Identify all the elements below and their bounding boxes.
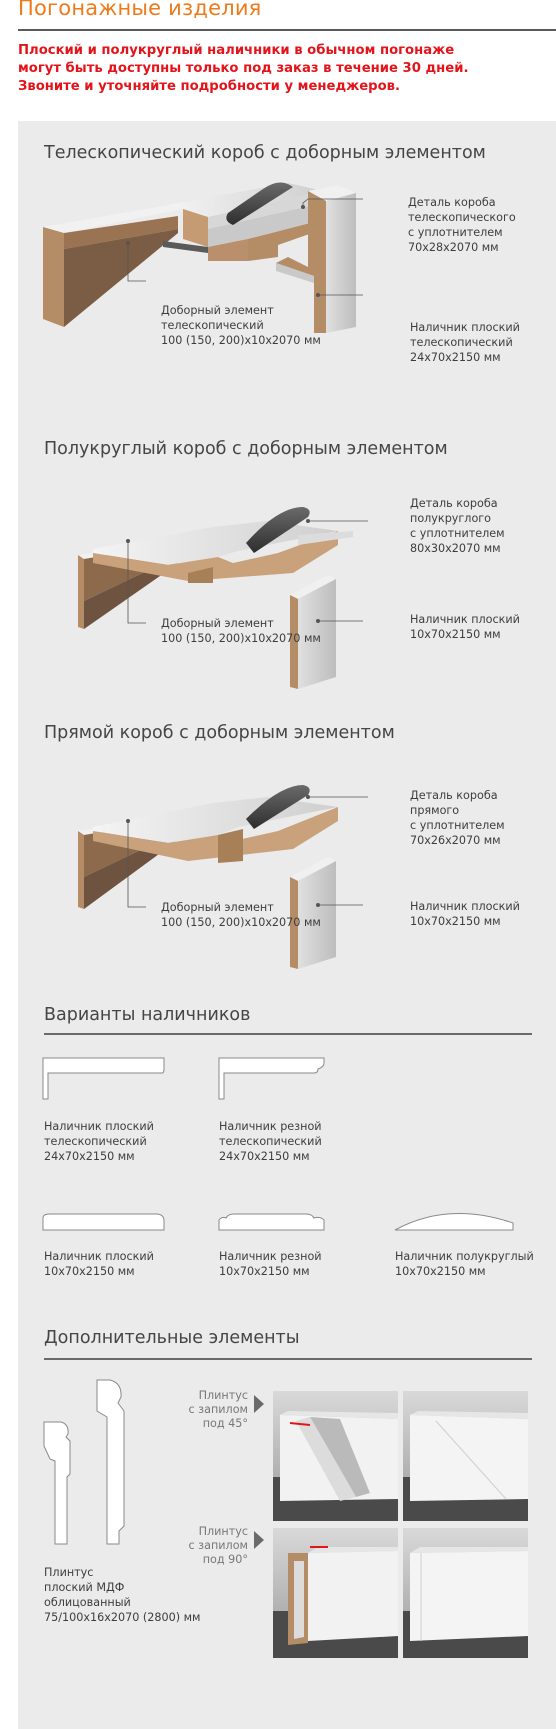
semiround-leader-lines [127,520,368,624]
notice-line: Звоните и уточняйте подробности у менедж… [18,79,401,94]
extras-divider [44,1358,532,1360]
catalog-panel: Телескопический короб с доборным элемент… [18,121,556,1729]
title-divider [18,29,556,31]
section-title-semiround: Полукруглый короб с доборным элементом [44,439,448,459]
profile-carved [218,1213,325,1231]
illustrations [42,182,528,1658]
straight-leader-lines [127,796,368,908]
section-title-straight: Прямой короб с доборным элементом [44,723,395,743]
notice-line: могут быть доступны только под заказ в т… [18,61,469,76]
section-title-extras: Дополнительные элементы [44,1328,300,1348]
section-title-telescopic: Телескопический короб с доборным элемент… [44,143,486,163]
straight-frame-drawing [78,785,338,969]
profile-flat [42,1213,165,1231]
telescopic-frame-drawing [43,182,356,333]
notice-line: Плоский и полукруглый наличники в обычно… [18,43,455,58]
cut90-arrow-icon [254,1531,264,1549]
variants-divider [44,1033,532,1035]
cut45-arrow-icon [254,1395,264,1413]
profile-flat-telescopic [42,1057,165,1100]
profile-semiround [394,1213,514,1231]
semiround-frame-drawing [78,507,353,689]
plinth-photos [273,1391,528,1658]
page-title: Погонажные изделия [18,0,262,20]
casing-profiles [42,1057,514,1231]
section-title-variants: Варианты наличников [44,1005,251,1025]
profile-carved-telescopic [218,1057,325,1100]
plinth-profiles [43,1379,125,1545]
order-notice: Плоский и полукруглый наличники в обычно… [18,42,548,96]
